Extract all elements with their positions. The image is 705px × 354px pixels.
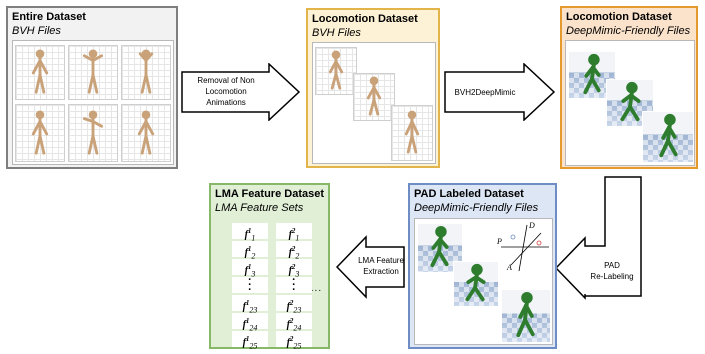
walking-character-icon: [516, 292, 535, 338]
walking-character-icon: [583, 53, 601, 95]
feature-vertical-ellipsis: ···: [276, 275, 312, 296]
relabel-arrow: PAD Re-Labeling: [555, 176, 701, 300]
skeleton-figure-icon: [404, 110, 420, 154]
deepmimic-dataset-box: Locomotion Dataset DeepMimic-Friendly Fi…: [560, 6, 698, 169]
skeleton-figure-icon: [138, 49, 154, 94]
walking-character-icon: [659, 113, 678, 158]
feature-cell: f13: [232, 259, 268, 278]
pad-axes: P A D: [497, 221, 552, 275]
deepmimic-dataset-subtitle: DeepMimic-Friendly Files: [566, 25, 691, 37]
feature-cell: f225: [276, 331, 312, 350]
relabel-label-line1: PAD: [604, 261, 620, 270]
character-render: [453, 261, 499, 307]
deepmimic-dataset-title: Locomotion Dataset: [566, 11, 672, 23]
walking-character-icon: [465, 263, 486, 302]
character-render: [606, 79, 654, 127]
character-render: [501, 289, 551, 343]
feature-cell: f11: [232, 223, 268, 242]
pad-dataset-title: PAD Labeled Dataset: [414, 188, 524, 200]
feature-cell: f124: [232, 313, 268, 332]
bvh2deepmimic-label: BVH2DeepMimic: [454, 88, 516, 97]
feature-cell: f21: [276, 223, 312, 242]
deepmimic-dataset-image: [565, 40, 695, 166]
walking-character-icon: [620, 81, 641, 122]
locomotion-dataset-image: [312, 42, 436, 164]
feature-cell: f123: [232, 295, 268, 314]
entire-dataset-subtitle: BVH Files: [12, 25, 61, 37]
entire-dataset-title: Entire Dataset: [12, 11, 86, 23]
skeleton-thumbnail: [15, 45, 65, 100]
locomotion-dataset-subtitle: BVH Files: [312, 27, 361, 39]
extraction-arrow: LMA Feature Extraction: [336, 235, 406, 299]
feature-cell: f22: [276, 241, 312, 260]
skeleton-figure-icon: [31, 110, 49, 155]
pad-dataset-image: P A D: [414, 218, 553, 345]
skeleton-figure-icon: [31, 49, 49, 94]
character-render: [417, 223, 463, 273]
skeleton-thumbnail: [121, 45, 171, 100]
pad-axis-p: P: [497, 237, 502, 246]
skeleton-figure-icon: [137, 110, 155, 155]
removal-label-line3: Animations: [206, 98, 246, 107]
lma-dataset-subtitle: LMA Feature Sets: [215, 202, 304, 214]
skeleton-figure-icon: [328, 50, 344, 90]
skeleton-thumbnail: [15, 104, 65, 162]
bvh2deepmimic-arrow: BVH2DeepMimic: [444, 63, 556, 121]
removal-arrow: Removal of Non Locomotion Animations: [181, 63, 301, 121]
removal-label-line1: Removal of Non: [197, 76, 255, 85]
skeleton-thumbnail: [121, 104, 171, 162]
extraction-label-line2: Extraction: [363, 267, 399, 276]
feature-cell: f223: [276, 295, 312, 314]
skeleton-figure-icon: [82, 110, 104, 155]
relabel-label-line2: Re-Labeling: [590, 272, 634, 281]
removal-label-line2: Locomotion: [205, 87, 247, 96]
feature-ellipsis: ....: [307, 283, 323, 294]
pad-dataset-subtitle: DeepMimic-Friendly Files: [414, 202, 539, 214]
character-render: [568, 51, 616, 99]
lma-dataset-box: LMA Feature Dataset LMA Feature Sets ...…: [209, 183, 330, 350]
locomotion-dataset-box: Locomotion Dataset BVH Files: [306, 8, 440, 168]
lma-dataset-title: LMA Feature Dataset: [215, 188, 325, 200]
skeleton-thumbnail: [391, 105, 433, 161]
extraction-label-line1: LMA Feature: [358, 256, 404, 265]
skeleton-figure-icon: [366, 76, 382, 116]
feature-cell: f12: [232, 241, 268, 260]
skeleton-thumbnail: [315, 47, 357, 95]
feature-cell: f224: [276, 313, 312, 332]
feature-cell: f125: [232, 331, 268, 350]
skeleton-figure-icon: [82, 49, 104, 94]
feature-cell: f23: [276, 259, 312, 278]
pad-dataset-box: PAD Labeled Dataset DeepMimic-Friendly F…: [408, 183, 557, 349]
pad-axis-a: A: [507, 263, 512, 272]
entire-dataset-image: [12, 40, 174, 165]
walking-character-icon: [430, 226, 449, 268]
feature-vertical-ellipsis: ···: [232, 275, 268, 296]
locomotion-dataset-title: Locomotion Dataset: [312, 13, 418, 25]
entire-dataset-box: Entire Dataset BVH Files: [6, 6, 178, 169]
character-render: [642, 111, 694, 163]
skeleton-thumbnail: [68, 104, 118, 162]
skeleton-thumbnail: [353, 73, 395, 121]
pad-axis-d: D: [529, 221, 535, 230]
skeleton-thumbnail: [68, 45, 118, 100]
